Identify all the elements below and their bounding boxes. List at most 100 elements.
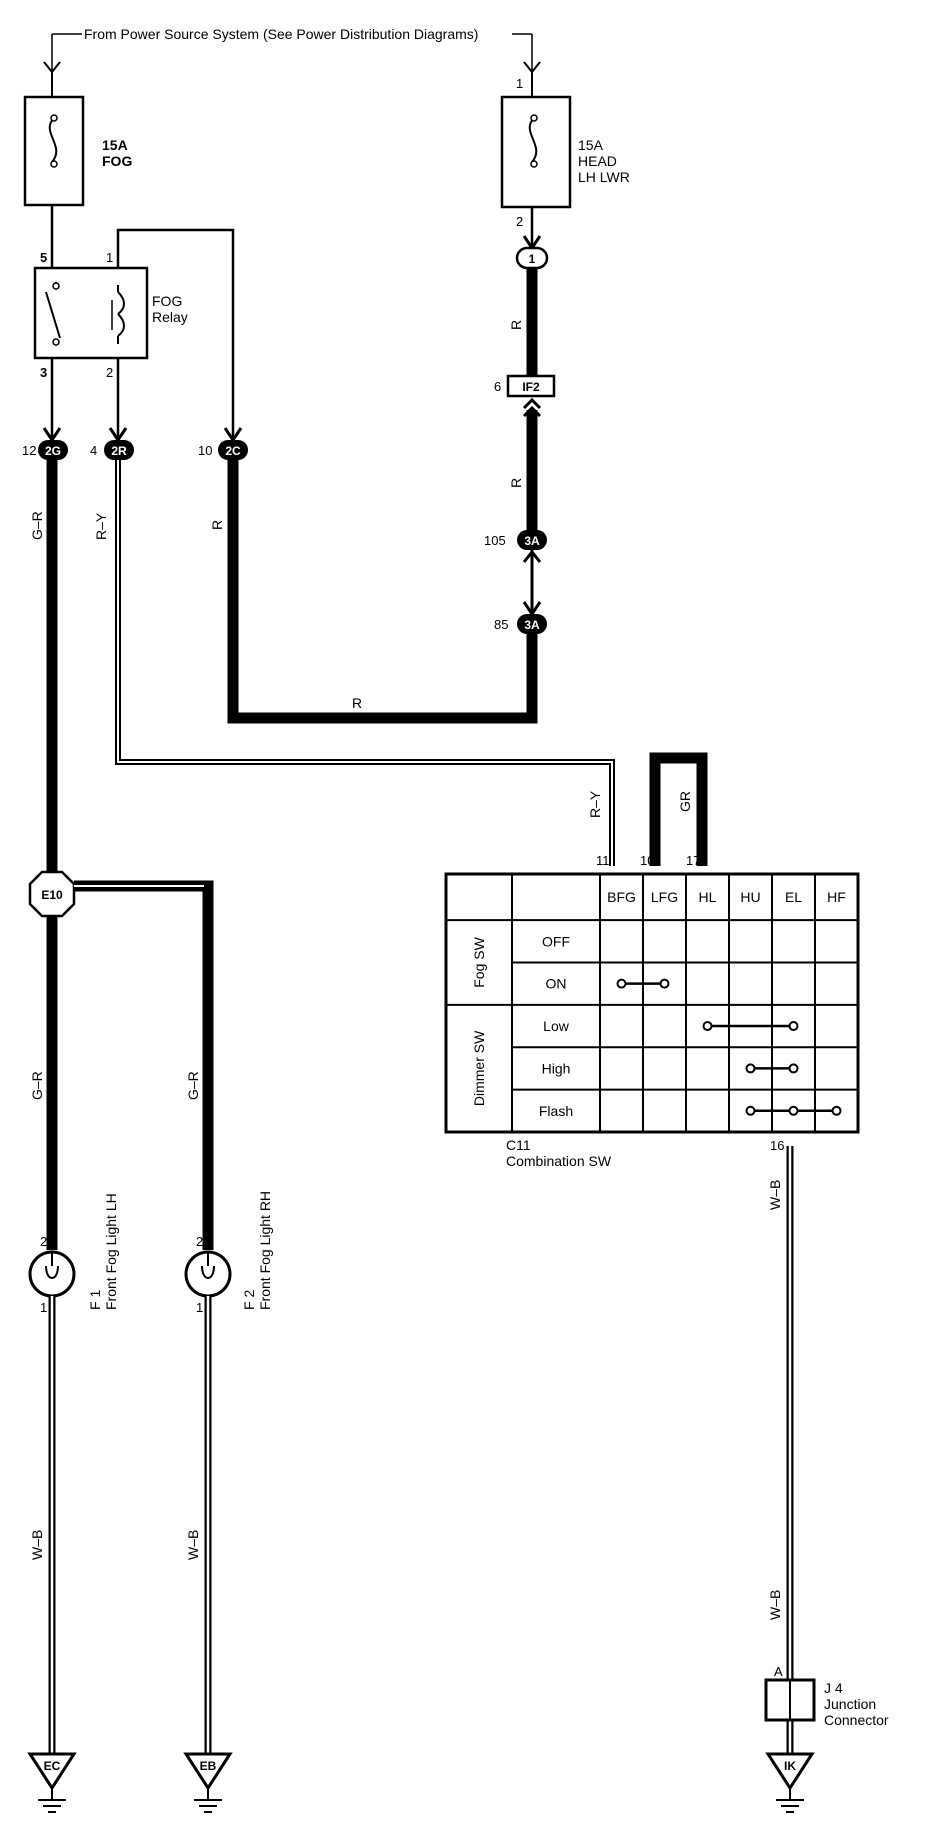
junction-id: J 4: [824, 1680, 843, 1696]
switch-row-low: Low: [543, 1018, 570, 1034]
wire-wb1-label: W–B: [29, 1530, 45, 1560]
relay-pin-1: 1: [106, 250, 113, 265]
connector-IF2-pin: 6: [494, 379, 501, 394]
relay-name: FOG: [152, 293, 182, 309]
wire-gr-top-label: GR: [677, 791, 693, 812]
switch-connection-dot: [831, 1105, 842, 1116]
switch-row-off: OFF: [542, 933, 570, 949]
switch-col-hf: HF: [827, 889, 846, 905]
fog-fuse: [23, 72, 85, 207]
switch-connection-dot: [616, 978, 627, 989]
switch-connection-dot: [788, 1063, 799, 1074]
switch-table-connections: [616, 978, 842, 1116]
head-fuse-name: HEAD: [578, 153, 617, 169]
relay-pin-3: 3: [40, 365, 47, 380]
junction-name2: Connector: [824, 1712, 889, 1728]
wire-gr3-label: G–R: [185, 1071, 201, 1100]
connector-2C-tag: 2C: [225, 444, 241, 458]
wire-ry1-label: R–Y: [93, 512, 109, 540]
ground-IK: IK: [765, 1752, 815, 1813]
switch-row-flash: Flash: [539, 1103, 573, 1119]
switch-connection-dot: [745, 1105, 756, 1116]
connector-3A-105-pin: 105: [484, 533, 506, 548]
relay-name2: Relay: [152, 309, 188, 325]
wire-gr2-label: G–R: [29, 1071, 45, 1100]
junction-pin: A: [774, 1664, 783, 1679]
front-fog-light-lh: 2 1 F 1 Front Fog Light LH: [28, 1193, 119, 1315]
wire-r1-label: R: [209, 520, 225, 530]
connector-IF2: IF2 6: [494, 374, 556, 398]
wires-wb: [48, 1146, 794, 1754]
connector-3A-85: 3A 85: [494, 614, 547, 634]
wire-wb2-label: W–B: [185, 1530, 201, 1560]
wire-r-mid-label: R: [508, 478, 524, 488]
switch-connection-dot: [659, 978, 670, 989]
switch-col-lfg: LFG: [651, 889, 678, 905]
wire-ry: [115, 460, 615, 866]
wire-wb3-label: W–B: [767, 1180, 783, 1210]
switch-id: C11: [506, 1137, 531, 1153]
switch-row-high: High: [542, 1060, 571, 1076]
connector-2G-pin: 12: [22, 443, 36, 458]
fog-fuse-name: FOG: [102, 153, 132, 169]
switch-pin-10: 10: [640, 853, 654, 868]
switch-pin-16: 16: [770, 1138, 784, 1153]
connector-2R-tag: 2R: [111, 444, 127, 458]
connector-3A-105-tag: 3A: [524, 534, 540, 548]
fog-relay: [33, 266, 149, 360]
connector-2R-pin: 4: [90, 443, 97, 458]
switch-table-grid: [444, 872, 860, 1134]
switch-connection-dot: [788, 1105, 799, 1116]
wire-ry2-label: R–Y: [587, 790, 603, 818]
switch-group-dimmer-sw: Dimmer SW: [471, 1030, 487, 1106]
light-lh-id: F 1: [87, 1290, 103, 1310]
wire-r-loop: [227, 460, 538, 724]
switch-col-hu: HU: [740, 889, 760, 905]
connector-2C: 2C 10: [198, 440, 248, 460]
connector-2C-pin: 10: [198, 443, 212, 458]
ground-EB-tag: EB: [200, 1759, 217, 1773]
connector-2G-tag: 2G: [45, 444, 61, 458]
head-fuse: [500, 72, 572, 209]
connector-2G: 2G 12: [22, 440, 68, 460]
head-fuse-rating: 15A: [578, 137, 604, 153]
ground-IK-tag: IK: [784, 1759, 796, 1773]
relay-pin1-wire: [116, 228, 235, 440]
switch-row-on: ON: [546, 976, 567, 992]
switch-pin-11: 11: [596, 853, 610, 868]
switch-col-bfg: BFG: [607, 889, 636, 905]
head-fuse-pin-bottom: 2: [516, 214, 523, 229]
switch-col-hl: HL: [699, 889, 717, 905]
wire-gr-branch: [74, 880, 214, 1250]
ground-EB: EB: [183, 1752, 233, 1813]
front-fog-light-rh: 2 1 F 2 Front Fog Light RH: [184, 1191, 273, 1315]
switch-group-fog-sw: Fog SW: [471, 936, 487, 987]
ground-EC: EC: [27, 1752, 77, 1813]
head-fuse-pin-top: 1: [516, 76, 523, 91]
light-lh-name: Front Fog Light LH: [103, 1193, 119, 1310]
connector-3A-85-pin: 85: [494, 617, 508, 632]
switch-col-el: EL: [785, 889, 802, 905]
switch-table-frame: [444, 872, 860, 1134]
connector-3A-105: 3A 105: [484, 530, 547, 550]
wire-r-horiz-label: R: [352, 695, 362, 711]
junction-name: Junction: [824, 1696, 876, 1712]
connector-1-tag: 1: [529, 252, 536, 266]
wire-r-head-label: R: [508, 320, 524, 330]
wire-gr1-label: G–R: [29, 511, 45, 540]
switch-name: Combination SW: [506, 1153, 612, 1169]
power-source-label: From Power Source System (See Power Dist…: [84, 26, 478, 42]
switch-connection-dot: [745, 1063, 756, 1074]
3A-up-arrow: [522, 549, 542, 563]
switch-connection-dot: [788, 1021, 799, 1032]
light-lh-pin-top: 2: [40, 1234, 47, 1249]
light-rh-name: Front Fog Light RH: [257, 1191, 273, 1310]
connector-3A-85-tag: 3A: [524, 618, 540, 632]
connector-1: 1: [515, 246, 549, 270]
light-lh-pin-bottom: 1: [40, 1300, 47, 1315]
head-fuse-name2: LH LWR: [578, 169, 630, 185]
light-rh-id: F 2: [241, 1290, 257, 1310]
ground-EC-tag: EC: [44, 1759, 61, 1773]
